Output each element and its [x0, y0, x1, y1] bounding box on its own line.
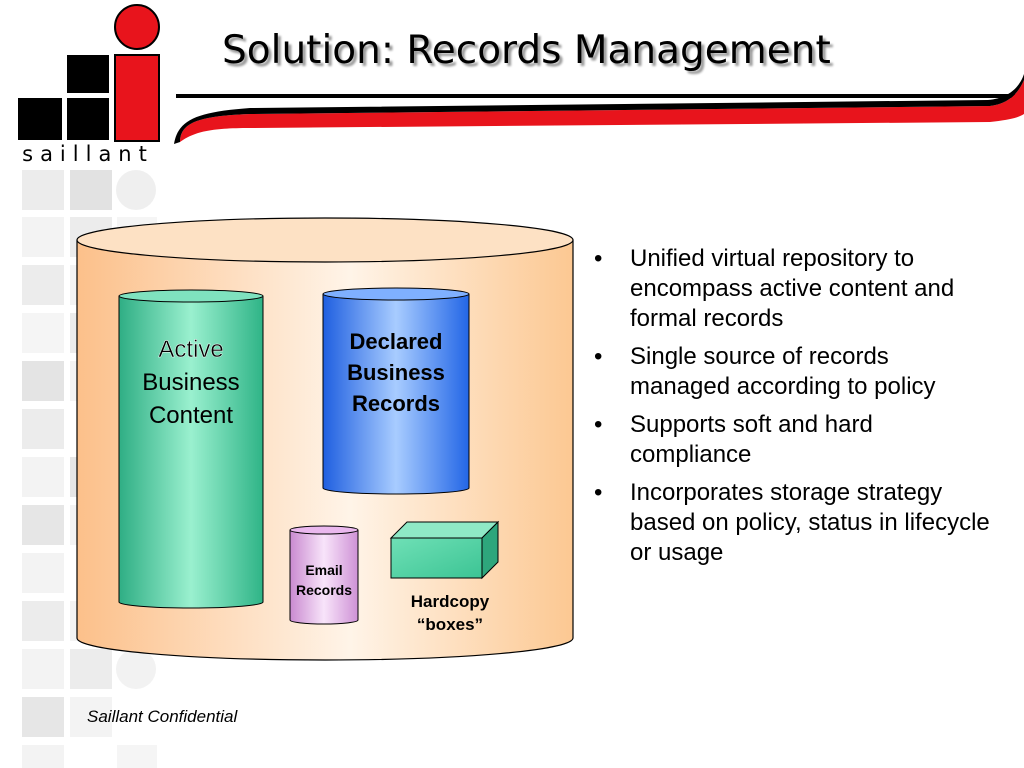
email-records-label-2: Records: [296, 582, 352, 598]
bullet-list: • Unified virtual repository to encompass…: [590, 244, 990, 576]
bullet-text: Unified virtual repository to encompass …: [630, 245, 955, 332]
hardcopy-label-1: Hardcopy: [411, 592, 490, 611]
declared-records-label-3: Records: [352, 391, 440, 416]
bullet-glyph: •: [594, 411, 603, 438]
declared-records-label-2: Business: [347, 360, 445, 385]
footer-confidential: Saillant Confidential: [87, 707, 238, 726]
bullet-glyph: •: [594, 245, 603, 272]
hardcopy-label-2: “boxes”: [417, 615, 483, 634]
saillant-logo: saillant: [18, 4, 160, 166]
bullet-item: • Supports soft and hard compliance: [590, 410, 990, 470]
records-repository-diagram: Active Business Content Declared Busines…: [76, 217, 574, 661]
bullet-glyph: •: [594, 479, 603, 506]
logo-wordmark: saillant: [22, 142, 154, 166]
bullet-item: • Incorporates storage strategy based on …: [590, 478, 990, 568]
slide-title: Solution: Records Management: [222, 28, 831, 73]
title-swoosh-bar: [174, 74, 1024, 144]
hardcopy-box: Hardcopy “boxes”: [389, 520, 500, 634]
active-business-content-cylinder: Active Business Content: [118, 289, 264, 609]
bullet-text: Single source of records managed accordi…: [630, 343, 936, 400]
bullet-text: Supports soft and hard compliance: [630, 411, 873, 468]
bullet-text: Incorporates storage strategy based on p…: [630, 479, 990, 566]
bullet-glyph: •: [594, 343, 603, 370]
active-content-label-2: Business: [142, 369, 239, 396]
declared-business-records-cylinder: Declared Business Records: [322, 287, 470, 495]
email-records-cylinder: Email Records: [289, 525, 359, 625]
email-records-label-1: Email: [305, 562, 342, 578]
active-content-label-1: Active: [158, 336, 223, 363]
active-content-label-3: Content: [149, 402, 233, 429]
bullet-item: • Single source of records managed accord…: [590, 342, 990, 402]
declared-records-label-1: Declared: [350, 329, 443, 354]
bullet-item: • Unified virtual repository to encompass…: [590, 244, 990, 334]
